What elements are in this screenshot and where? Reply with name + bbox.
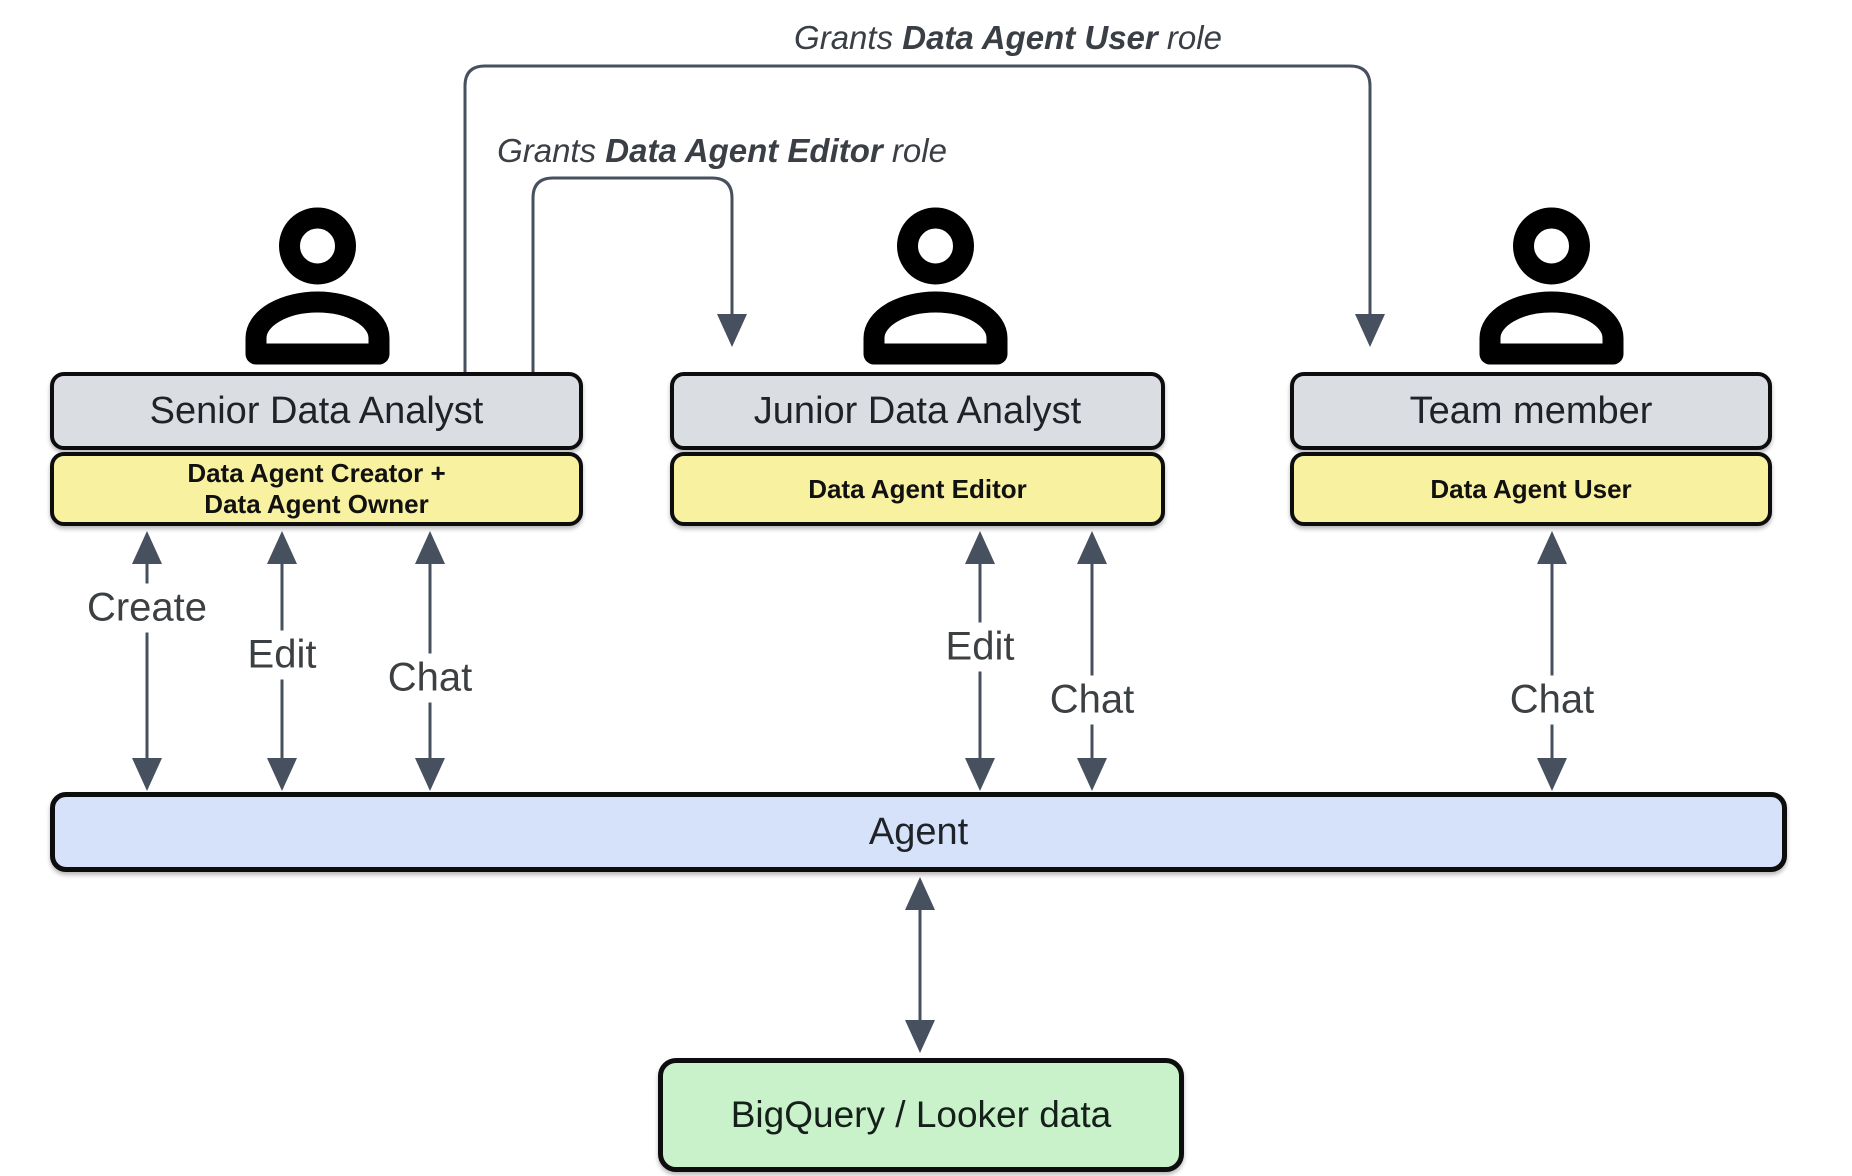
role-box-team-member: Data Agent User <box>1290 452 1772 526</box>
grant-editor-connector <box>531 176 747 372</box>
role-line: Data Agent User <box>1430 473 1632 504</box>
grant-user-connector <box>463 64 1385 372</box>
grant-user-prefix: Grants <box>794 19 903 56</box>
action-label-chat-senior: Chat <box>377 653 483 703</box>
action-label-chat-team: Chat <box>1499 675 1605 725</box>
person-icon <box>1479 207 1624 365</box>
role-line: Data Agent Editor <box>808 473 1027 504</box>
datastore-label: BigQuery / Looker data <box>730 1094 1112 1135</box>
role-box-junior: Data Agent Editor <box>670 452 1165 526</box>
grant-user-role: Data Agent User <box>902 19 1158 56</box>
action-label-edit-senior: Edit <box>237 630 327 680</box>
actor-title: Team member <box>1409 389 1653 432</box>
actor-box-senior-data-analyst: Senior Data Analyst <box>50 372 583 450</box>
grant-user-suffix: role <box>1157 19 1222 56</box>
person-icon <box>863 207 1008 365</box>
actor-title: Senior Data Analyst <box>149 389 484 432</box>
action-label-chat-junior: Chat <box>1039 675 1145 725</box>
grant-editor-role: Data Agent Editor <box>605 132 883 169</box>
action-label-edit-junior: Edit <box>935 622 1025 672</box>
role-box-senior: Data Agent Creator + Data Agent Owner <box>50 452 583 526</box>
grant-editor-suffix: role <box>882 132 947 169</box>
role-line: Data Agent Owner <box>204 489 429 519</box>
role-line: Data Agent Creator + <box>187 458 446 488</box>
bigquery-looker-data-box: BigQuery / Looker data <box>658 1058 1184 1172</box>
action-label-create: Create <box>76 583 218 633</box>
person-icon <box>245 207 390 365</box>
grant-editor-label: Grants Data Agent Editor role <box>491 132 953 170</box>
grant-user-label: Grants Data Agent User role <box>788 19 1228 57</box>
grant-editor-prefix: Grants <box>497 132 606 169</box>
actor-box-junior-data-analyst: Junior Data Analyst <box>670 372 1165 450</box>
agent-label: Agent <box>868 810 969 853</box>
agent-bar: Agent <box>50 792 1787 872</box>
actor-title: Junior Data Analyst <box>753 389 1082 432</box>
actor-box-team-member: Team member <box>1290 372 1772 450</box>
